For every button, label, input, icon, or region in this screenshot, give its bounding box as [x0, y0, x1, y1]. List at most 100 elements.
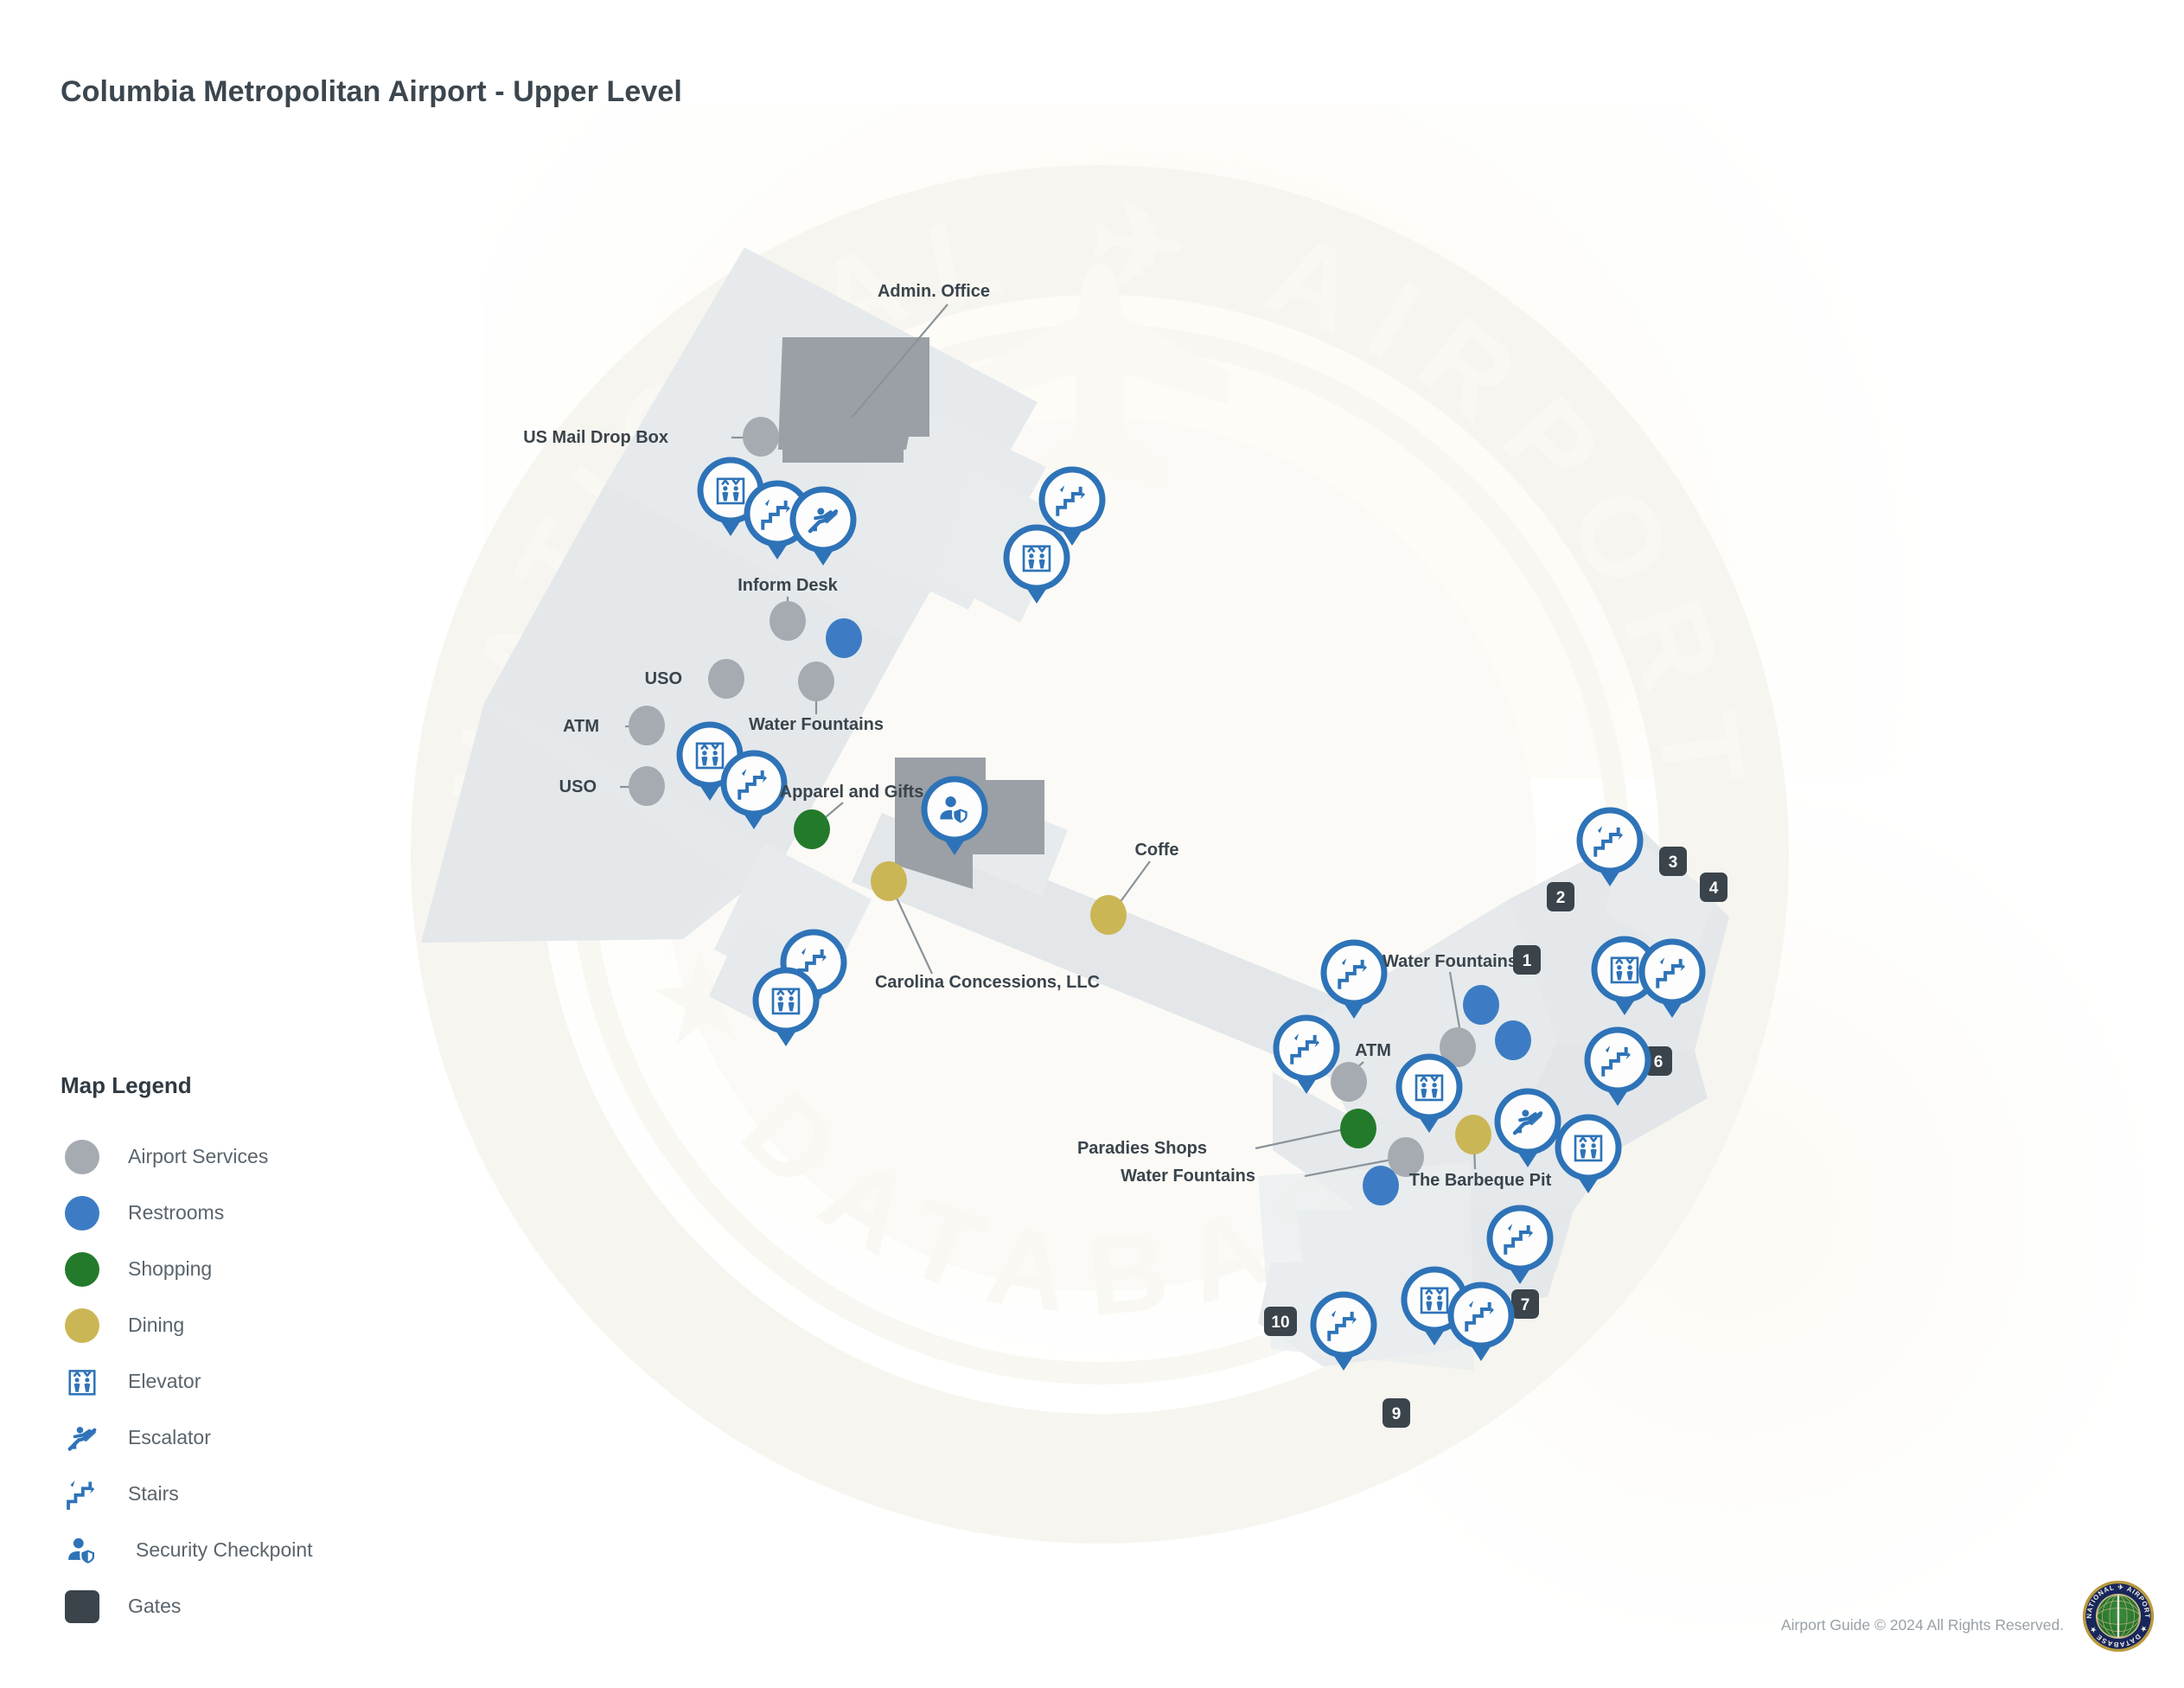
- legend-item-stairs[interactable]: Stairs: [61, 1466, 424, 1522]
- gate-badge[interactable]: 9: [1383, 1398, 1410, 1428]
- poi-dot[interactable]: [770, 601, 806, 641]
- map-label-water-fountains-left: Water Fountains: [749, 715, 884, 734]
- legend-item-security-checkpoint[interactable]: Security Checkpoint: [61, 1522, 424, 1578]
- map-pin-stairs[interactable]: [1038, 466, 1106, 546]
- map-pin-elevator[interactable]: [752, 967, 820, 1046]
- map-label-inform-desk: Inform Desk: [738, 576, 838, 595]
- gate-number: 4: [1709, 879, 1719, 898]
- legend-label-escalator: Escalator: [128, 1426, 211, 1448]
- map-label-water-fountains-right: Water Fountains: [1383, 952, 1517, 971]
- security-checkpoint-icon: [63, 1531, 101, 1570]
- gate-badge[interactable]: 3: [1659, 847, 1687, 876]
- gate-badge[interactable]: 10: [1264, 1307, 1297, 1336]
- legend-item-escalator[interactable]: Escalator: [61, 1410, 424, 1466]
- gate-number: 1: [1523, 952, 1532, 970]
- map-label-uso-upper: USO: [645, 669, 682, 688]
- gate-number: 10: [1271, 1314, 1289, 1332]
- legend-item-gates[interactable]: Gates: [61, 1578, 424, 1634]
- legend-title: Map Legend: [61, 1072, 192, 1098]
- poi-dot[interactable]: [1331, 1062, 1367, 1102]
- map-pin-stairs[interactable]: [1310, 1291, 1377, 1371]
- poi-dots-layer[interactable]: [629, 417, 1531, 1205]
- poi-dot[interactable]: [798, 662, 834, 701]
- map-pin-elevator[interactable]: [1003, 524, 1070, 604]
- elevator-icon: [63, 1363, 101, 1401]
- map-pin-stairs[interactable]: [1320, 939, 1388, 1019]
- escalator-icon: [63, 1419, 101, 1457]
- map-pin-stairs[interactable]: [1584, 1026, 1651, 1106]
- map-pin-escalator[interactable]: [789, 486, 857, 566]
- map-pin-elevator[interactable]: [1555, 1114, 1622, 1193]
- legend-label-shopping: Shopping: [128, 1257, 213, 1280]
- poi-dot[interactable]: [1495, 1020, 1531, 1060]
- poi-dot[interactable]: [1340, 1109, 1376, 1148]
- gate-square-icon: [63, 1588, 101, 1626]
- gate-badge[interactable]: 2: [1547, 882, 1574, 911]
- poi-dot[interactable]: [1463, 985, 1499, 1025]
- map-pin-stairs[interactable]: [1486, 1205, 1554, 1284]
- map-label-water-fountains-bot: Water Fountains: [1121, 1167, 1255, 1186]
- gate-number: 3: [1669, 854, 1678, 872]
- poi-dot[interactable]: [629, 766, 665, 806]
- circle-green-icon: [63, 1250, 101, 1288]
- gate-number: 6: [1654, 1053, 1664, 1071]
- poi-dot[interactable]: [1455, 1115, 1491, 1154]
- legend-label-restrooms: Restrooms: [128, 1201, 225, 1224]
- circle-gray-icon: [63, 1138, 101, 1176]
- map-pin-stairs[interactable]: [720, 750, 788, 829]
- circle-gold-icon: [63, 1307, 101, 1345]
- stairs-icon: [63, 1475, 101, 1513]
- gate-badges-layer[interactable]: 1 2 3 4 6 7 9 10: [1264, 847, 1727, 1428]
- poi-dot[interactable]: [1363, 1166, 1399, 1205]
- gate-badge[interactable]: 4: [1700, 873, 1727, 902]
- gate-number: 2: [1556, 889, 1566, 907]
- gate-badge[interactable]: 7: [1511, 1289, 1539, 1319]
- map-label-admin-office: Admin. Office: [878, 282, 990, 301]
- poi-dot[interactable]: [743, 417, 779, 457]
- map-label-atm-right: ATM: [1355, 1041, 1391, 1060]
- map-pins-layer[interactable]: [676, 457, 1706, 1371]
- poi-dot[interactable]: [871, 861, 907, 901]
- map-label-apparel-and-gifts: Apparel and Gifts: [780, 783, 924, 802]
- legend-label-dining: Dining: [128, 1314, 185, 1336]
- poi-dot[interactable]: [826, 618, 862, 658]
- legend-item-shopping[interactable]: Shopping: [61, 1241, 424, 1297]
- poi-dot[interactable]: [794, 809, 830, 849]
- map-pin-escalator[interactable]: [1494, 1088, 1561, 1167]
- poi-dot[interactable]: [629, 706, 665, 745]
- map-pin-security-checkpoint[interactable]: [921, 776, 988, 855]
- gate-number: 9: [1392, 1405, 1402, 1423]
- gate-number: 7: [1521, 1296, 1530, 1314]
- legend-label-elevator: Elevator: [128, 1370, 201, 1392]
- legend-label-gates: Gates: [128, 1595, 182, 1617]
- legend-item-airport-services[interactable]: Airport Services: [61, 1129, 424, 1185]
- page-title: Columbia Metropolitan Airport - Upper Le…: [61, 74, 682, 108]
- map-label-coffe: Coffe: [1134, 841, 1178, 860]
- legend-item-elevator[interactable]: Elevator: [61, 1353, 424, 1410]
- poi-dot[interactable]: [1090, 895, 1127, 935]
- map-pin-stairs[interactable]: [1273, 1014, 1340, 1094]
- map-pin-stairs[interactable]: [1576, 807, 1644, 886]
- circle-blue-icon: [63, 1194, 101, 1232]
- legend-label-security-checkpoint: Security Checkpoint: [136, 1538, 313, 1561]
- map-pin-elevator[interactable]: [1395, 1053, 1463, 1133]
- poi-dot[interactable]: [708, 659, 744, 699]
- poi-dot[interactable]: [1440, 1027, 1476, 1067]
- legend-item-restrooms[interactable]: Restrooms: [61, 1185, 424, 1241]
- map-label-us-mail-drop-box: US Mail Drop Box: [523, 428, 668, 447]
- poi-dot[interactable]: [1388, 1137, 1424, 1177]
- legend-item-dining[interactable]: Dining: [61, 1297, 424, 1353]
- gate-badge[interactable]: 6: [1644, 1046, 1672, 1076]
- map-label-carolina-concessions: Carolina Concessions, LLC: [875, 973, 1100, 992]
- map-pin-stairs[interactable]: [1638, 938, 1706, 1018]
- map-pin-stairs[interactable]: [1447, 1282, 1515, 1361]
- national-airport-database-logo: NATIONAL ✈ AIRPORT ★ DATABASE ★: [2082, 1580, 2155, 1653]
- leader-lines: [620, 304, 1477, 1178]
- gate-badge[interactable]: 1: [1513, 945, 1541, 975]
- legend-label-stairs: Stairs: [128, 1482, 179, 1505]
- map-label-the-barbeque-pit: The Barbeque Pit: [1409, 1171, 1552, 1190]
- legend-label-airport-services: Airport Services: [128, 1145, 269, 1167]
